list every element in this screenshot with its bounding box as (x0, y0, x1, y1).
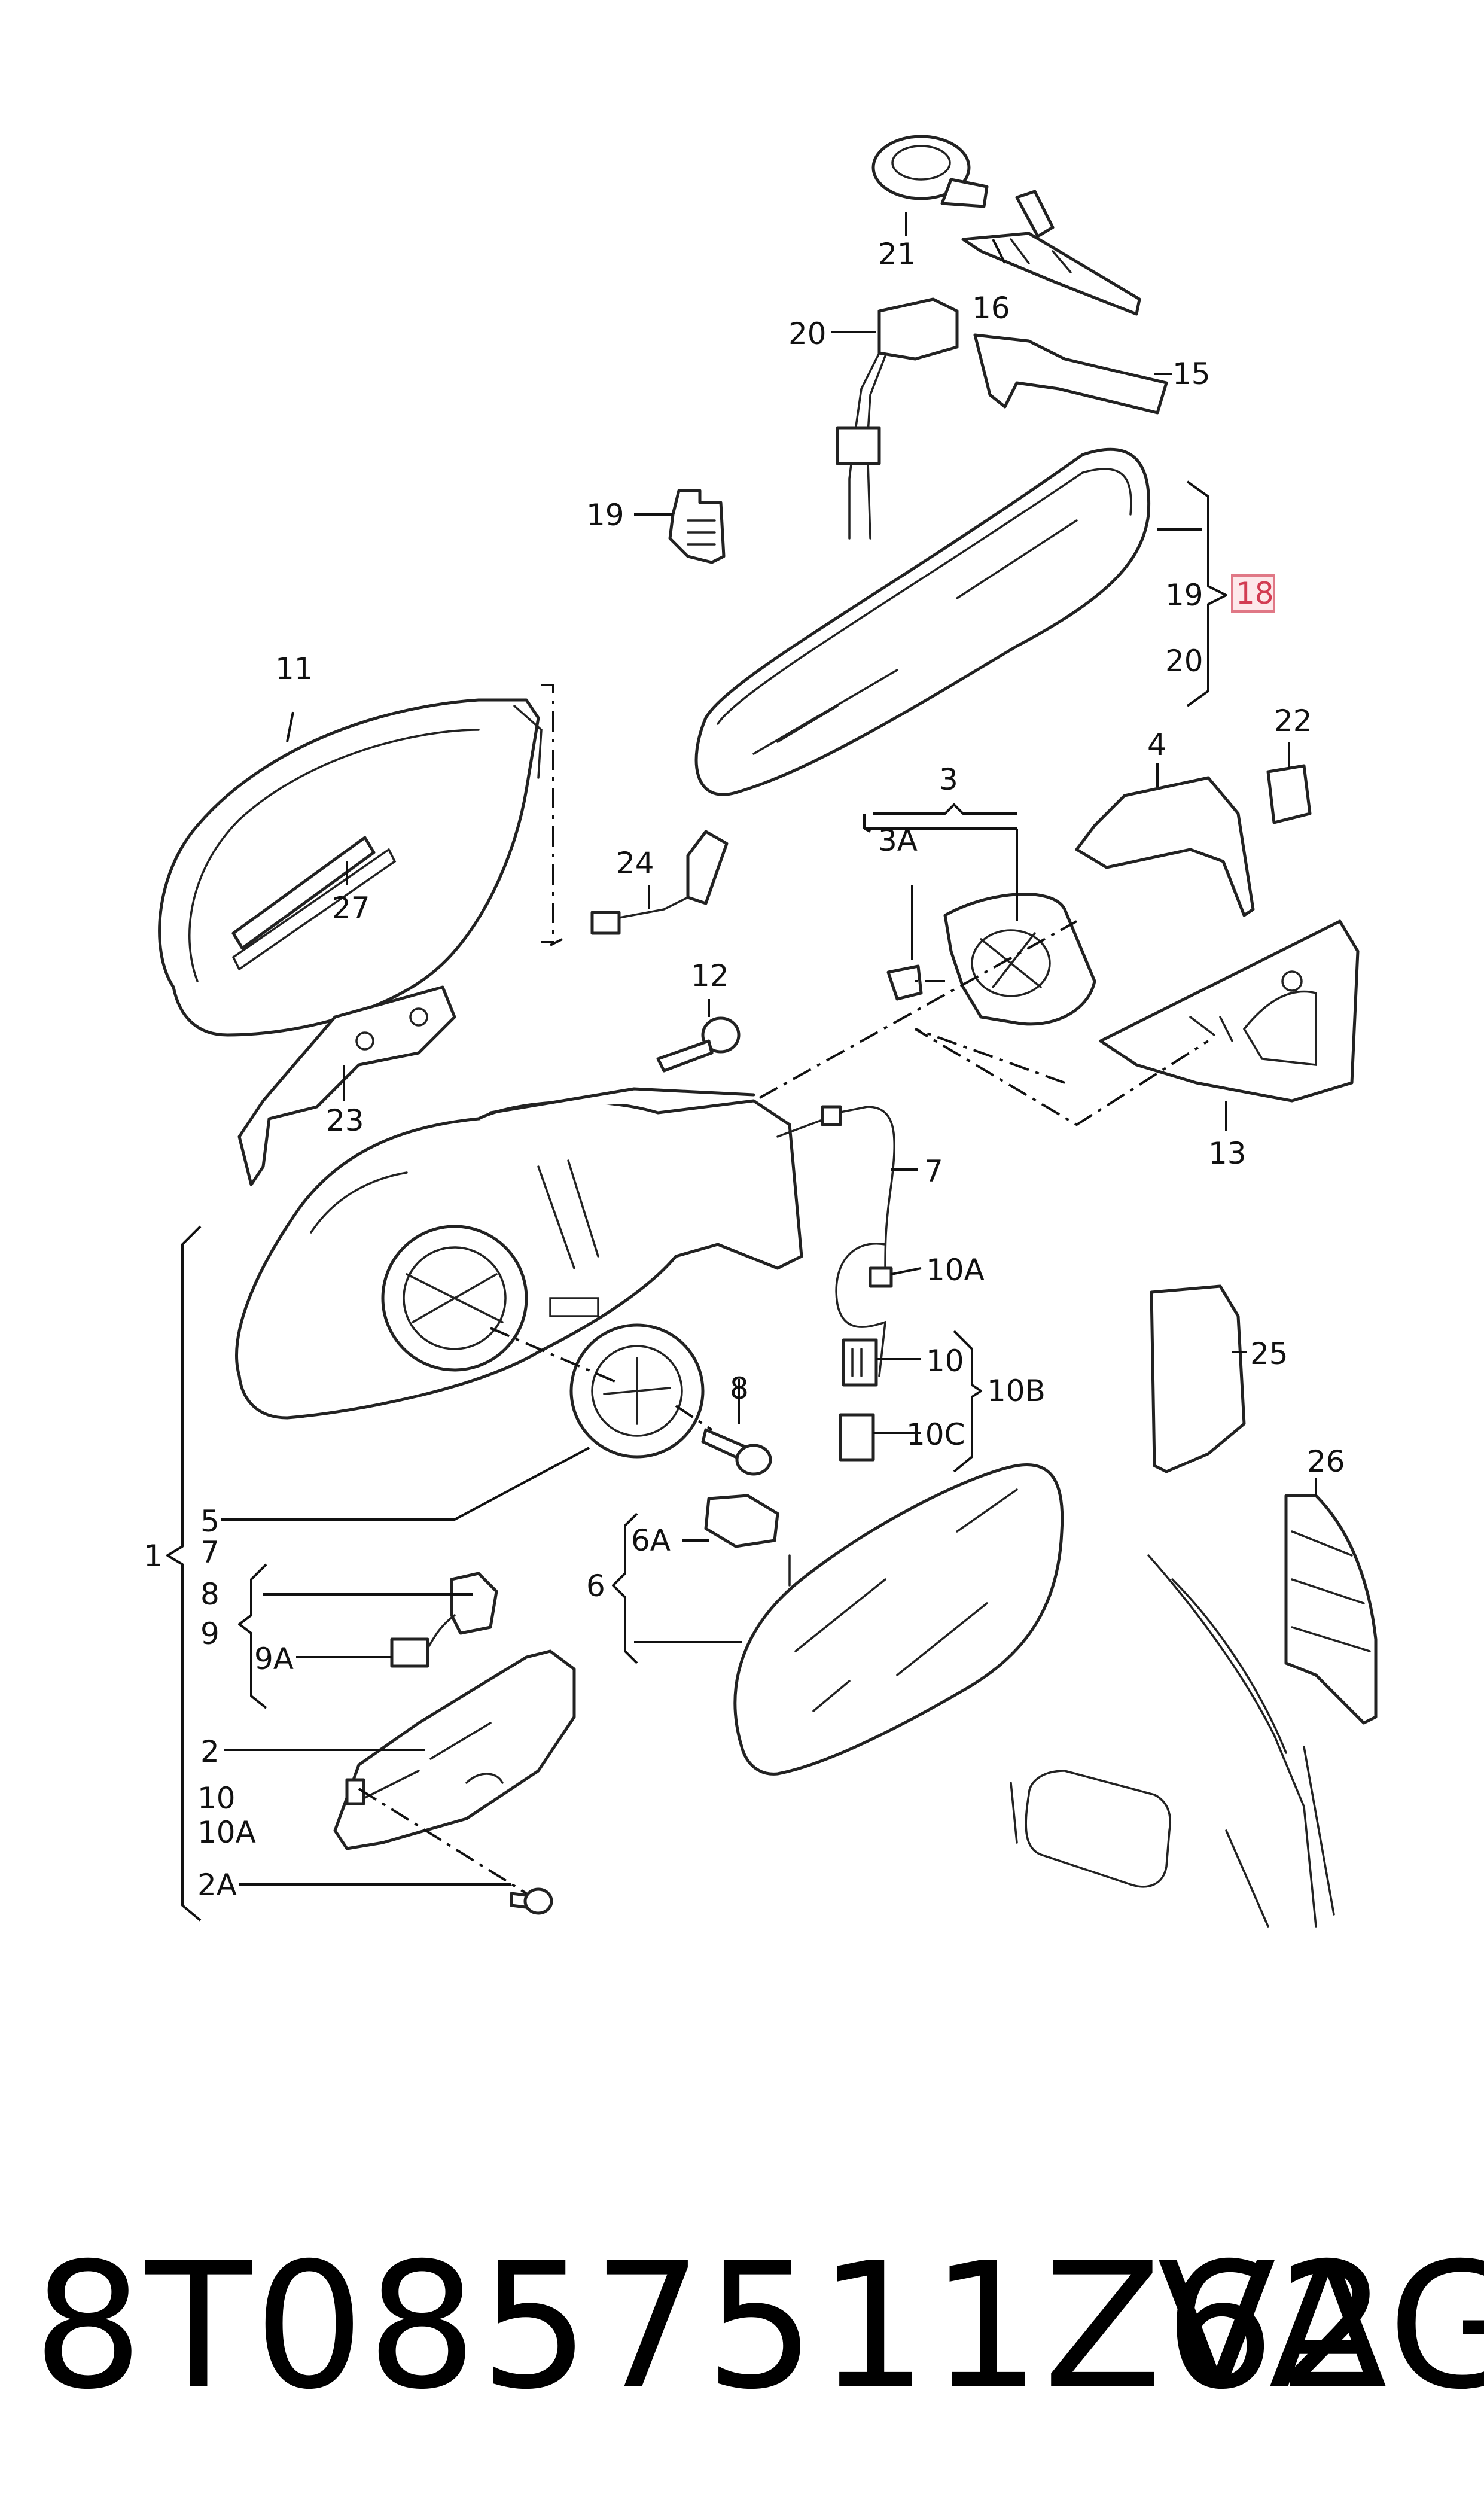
glass-clip-part (704, 1494, 779, 1548)
label-8-group: 8 (200, 1577, 220, 1612)
triangle-trim-part (1284, 1494, 1378, 1725)
puddle-lamp-cable-part (390, 1572, 498, 1668)
label-21: 21 (878, 237, 916, 272)
screw-part (656, 1016, 741, 1073)
label-20-group: 20 (1165, 644, 1203, 678)
mirror-glass-part (733, 1463, 1064, 1776)
label-19-group: 19 (1165, 578, 1203, 613)
brand-name: VAG (1157, 2226, 1484, 2428)
label-8-screw: 8 (730, 1371, 749, 1406)
label-10A-group: 10A (197, 1815, 256, 1850)
cable-part (590, 830, 729, 935)
assembly-lines (358, 684, 1209, 1895)
mirror-trim-part (1075, 776, 1255, 917)
label-25: 25 (1250, 1336, 1288, 1371)
label-2A: 2A (197, 1868, 237, 1902)
clip-part (1266, 764, 1312, 824)
highlight-box (1231, 574, 1275, 613)
adjust-motor-part (569, 1323, 705, 1459)
label-10B: 10B (987, 1374, 1046, 1408)
label-7-cable: 7 (924, 1154, 943, 1189)
lower-cover-part (333, 1649, 576, 1850)
strip-part (231, 836, 376, 950)
callout-labels: 21 16 15 20 19 19 18 20 11 22 4 3 3A 24 … (144, 237, 1345, 1902)
connector-cable-part (836, 297, 959, 540)
label-10-group: 10 (197, 1781, 236, 1816)
label-26: 26 (1307, 1444, 1345, 1479)
leader-lines (221, 212, 1317, 1886)
mirror-screw-part (701, 1428, 772, 1476)
label-7-group: 7 (200, 1535, 220, 1570)
mirror-base-part (886, 893, 1096, 1026)
part-number: 8T0857511Z62 (33, 2226, 1390, 2428)
label-6: 6 (586, 1569, 605, 1603)
label-11: 11 (275, 651, 313, 686)
label-10-conn: 10 (926, 1344, 964, 1378)
label-5: 5 (200, 1504, 220, 1539)
label-15: 15 (1172, 357, 1211, 391)
mirror-cable-part (776, 1105, 895, 1462)
label-12: 12 (691, 958, 729, 993)
label-16: 16 (972, 291, 1010, 325)
mirror-holder-part (668, 489, 726, 564)
wiring-cover-part (961, 190, 1141, 316)
label-3A: 3A (878, 823, 918, 858)
label-1: 1 (144, 1539, 163, 1573)
label-23: 23 (326, 1103, 364, 1138)
mirror-base-cover-part (973, 333, 1168, 415)
label-10A-conn: 10A (926, 1253, 985, 1287)
label-13: 13 (1208, 1136, 1247, 1171)
mirror-housing-part (235, 1087, 803, 1420)
label-3: 3 (939, 762, 958, 797)
label-20-connector: 20 (788, 316, 827, 351)
rain-sensor-part (871, 135, 989, 208)
label-9A: 9A (254, 1642, 294, 1676)
label-19-holder: 19 (586, 498, 624, 532)
cover-screw-part (510, 1887, 553, 1915)
cover-strip-part (1150, 1284, 1246, 1473)
label-24: 24 (616, 846, 654, 881)
label-27: 27 (332, 891, 370, 925)
interior-mirror-part (694, 447, 1151, 796)
door-outline (1010, 1554, 1335, 1928)
bracket-part (237, 985, 456, 1186)
parts-diagram: 21 16 15 20 19 19 18 20 11 22 4 3 3A 24 … (144, 135, 1378, 1928)
label-4: 4 (1147, 727, 1166, 762)
label-6A: 6A (631, 1523, 671, 1558)
label-18: 18 (1236, 576, 1274, 611)
label-9: 9 (200, 1616, 220, 1651)
triangle-panel-part (1099, 919, 1360, 1103)
label-10C: 10C (906, 1417, 965, 1452)
label-22: 22 (1274, 704, 1312, 738)
label-2: 2 (200, 1734, 220, 1769)
brace-lines (166, 480, 1227, 1922)
